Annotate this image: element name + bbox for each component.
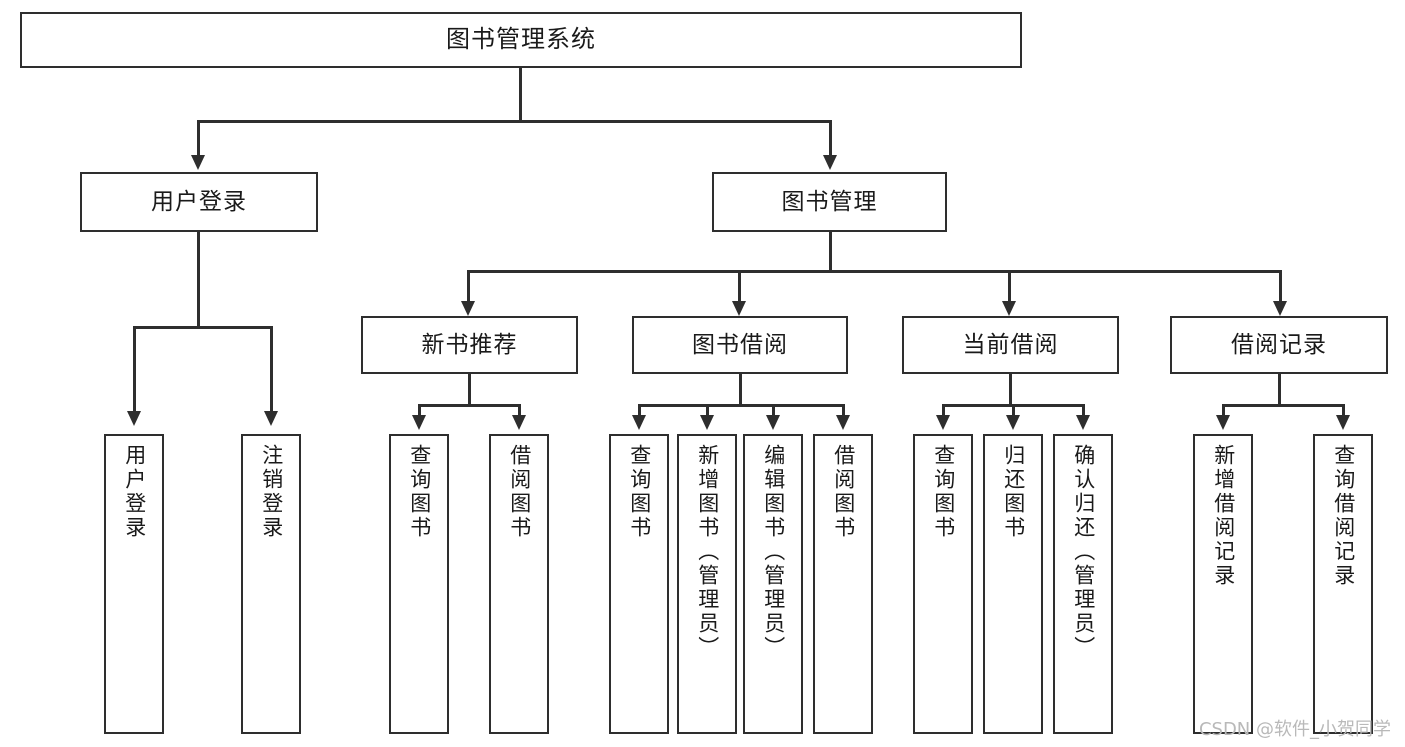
leaf-current-borrow-query-book[interactable]: 查询图书	[913, 434, 973, 734]
connector-user-login-drop-2	[270, 326, 273, 412]
leaf-current-borrow-return-book[interactable]: 归还图书	[983, 434, 1043, 734]
arrowhead-icon	[700, 415, 714, 430]
connector-current-borrow-drop-3	[1082, 404, 1085, 416]
node-label: 图书借阅	[692, 331, 788, 358]
node-user-login[interactable]: 用户登录	[80, 172, 318, 232]
node-label: 确认归还（管理员）	[1071, 444, 1095, 660]
connector-root-to-book-mgmt	[829, 120, 832, 156]
node-label: 当前借阅	[962, 331, 1059, 358]
arrowhead-icon	[936, 415, 950, 430]
connector-root-bar	[197, 120, 831, 123]
node-label: 查询借阅记录	[1331, 444, 1355, 588]
connector-borrow-record-drop-1	[1222, 404, 1225, 416]
arrowhead-icon	[1006, 415, 1020, 430]
arrowhead-icon	[412, 415, 426, 430]
node-label: 新增图书（管理员）	[695, 444, 719, 660]
connector-new-book-bar	[418, 404, 518, 407]
arrowhead-icon	[1076, 415, 1090, 430]
connector-current-borrow-drop-2	[1012, 404, 1015, 416]
connector-current-borrow-drop-1	[942, 404, 945, 416]
node-label: 借阅记录	[1231, 331, 1327, 358]
connector-book-borrow-drop-1	[638, 404, 641, 416]
leaf-user-login-logout[interactable]: 注销登录	[241, 434, 301, 734]
leaf-new-book-query-book[interactable]: 查询图书	[389, 434, 449, 734]
connector-book-borrow-drop-3	[772, 404, 775, 416]
connector-borrow-record-drop-2	[1342, 404, 1345, 416]
connector-user-login-bar	[133, 326, 270, 329]
node-label: 编辑图书（管理员）	[761, 444, 785, 660]
connector-book-mgmt-drop-2	[738, 270, 741, 302]
connector-user-login-stem	[197, 232, 200, 328]
node-label: 查询图书	[627, 444, 651, 540]
connector-new-book-drop-1	[418, 404, 421, 416]
leaf-borrow-record-add-record[interactable]: 新增借阅记录	[1193, 434, 1253, 734]
node-label: 注销登录	[259, 444, 283, 540]
connector-book-borrow-bar	[638, 404, 844, 407]
connector-book-borrow-drop-2	[706, 404, 709, 416]
connector-current-borrow-stem	[1009, 374, 1012, 406]
node-label: 借阅图书	[831, 444, 855, 540]
node-label: 用户登录	[151, 188, 247, 215]
leaf-new-book-borrow-book[interactable]: 借阅图书	[489, 434, 549, 734]
arrowhead-icon	[823, 155, 837, 170]
arrowhead-icon	[1002, 301, 1016, 316]
node-label: 图书管理系统	[446, 25, 596, 53]
arrowhead-icon	[191, 155, 205, 170]
connector-book-mgmt-drop-1	[467, 270, 470, 302]
leaf-borrow-record-query-record[interactable]: 查询借阅记录	[1313, 434, 1373, 734]
leaf-current-borrow-confirm-return[interactable]: 确认归还（管理员）	[1053, 434, 1113, 734]
arrowhead-icon	[732, 301, 746, 316]
leaf-book-borrow-borrow-book[interactable]: 借阅图书	[813, 434, 873, 734]
arrowhead-icon	[1216, 415, 1230, 430]
node-borrow-record[interactable]: 借阅记录	[1170, 316, 1388, 374]
connector-root-stem	[519, 68, 522, 120]
arrowhead-icon	[127, 411, 141, 426]
leaf-user-login-login[interactable]: 用户登录	[104, 434, 164, 734]
connector-root-to-user-login	[197, 120, 200, 156]
node-root-system[interactable]: 图书管理系统	[20, 12, 1022, 68]
arrowhead-icon	[1336, 415, 1350, 430]
arrowhead-icon	[836, 415, 850, 430]
connector-book-mgmt-bar	[467, 270, 1279, 273]
leaf-book-borrow-query-book[interactable]: 查询图书	[609, 434, 669, 734]
node-label: 用户登录	[122, 444, 146, 540]
node-label: 新增借阅记录	[1211, 444, 1235, 588]
node-new-book-recommend[interactable]: 新书推荐	[361, 316, 578, 374]
connector-borrow-record-stem	[1278, 374, 1281, 406]
node-label: 归还图书	[1001, 444, 1025, 540]
arrowhead-icon	[1273, 301, 1287, 316]
connector-book-mgmt-drop-4	[1279, 270, 1282, 302]
connector-book-borrow-stem	[739, 374, 742, 406]
node-book-management[interactable]: 图书管理	[712, 172, 947, 232]
arrowhead-icon	[461, 301, 475, 316]
node-label: 图书管理	[781, 188, 878, 215]
node-label: 查询图书	[407, 444, 431, 540]
arrowhead-icon	[512, 415, 526, 430]
leaf-book-borrow-add-book[interactable]: 新增图书（管理员）	[677, 434, 737, 734]
node-label: 新书推荐	[421, 331, 518, 358]
connector-new-book-stem	[468, 374, 471, 406]
connector-borrow-record-bar	[1222, 404, 1342, 407]
connector-book-borrow-drop-4	[842, 404, 845, 416]
node-book-borrow[interactable]: 图书借阅	[632, 316, 848, 374]
connector-new-book-drop-2	[518, 404, 521, 416]
node-current-borrow[interactable]: 当前借阅	[902, 316, 1119, 374]
connector-user-login-drop-1	[133, 326, 136, 412]
arrowhead-icon	[766, 415, 780, 430]
arrowhead-icon	[632, 415, 646, 430]
leaf-book-borrow-edit-book[interactable]: 编辑图书（管理员）	[743, 434, 803, 734]
connector-book-mgmt-stem	[829, 232, 832, 272]
node-label: 查询图书	[931, 444, 955, 540]
connector-book-mgmt-drop-3	[1008, 270, 1011, 302]
node-label: 借阅图书	[507, 444, 531, 540]
arrowhead-icon	[264, 411, 278, 426]
